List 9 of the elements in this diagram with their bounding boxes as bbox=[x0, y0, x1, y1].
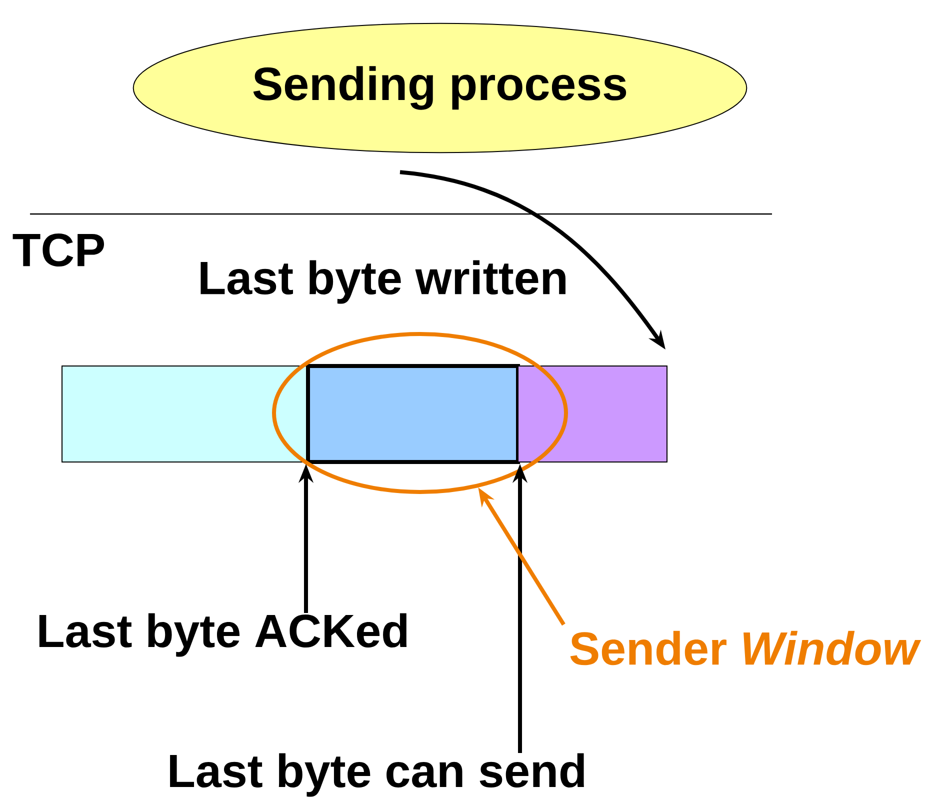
pointer-label: Last byte can send bbox=[170, 753, 584, 797]
pointer-label: Last byte ACKed bbox=[39, 613, 407, 657]
buffer-segment bbox=[62, 366, 308, 462]
pointer-label: Last byte written bbox=[200, 260, 566, 304]
buffer-segment bbox=[518, 366, 668, 462]
window-ellipse bbox=[272, 332, 568, 494]
buffer-segment bbox=[306, 364, 520, 464]
layer-label: TCP bbox=[12, 233, 104, 267]
window-label: Sender Window bbox=[570, 630, 922, 666]
